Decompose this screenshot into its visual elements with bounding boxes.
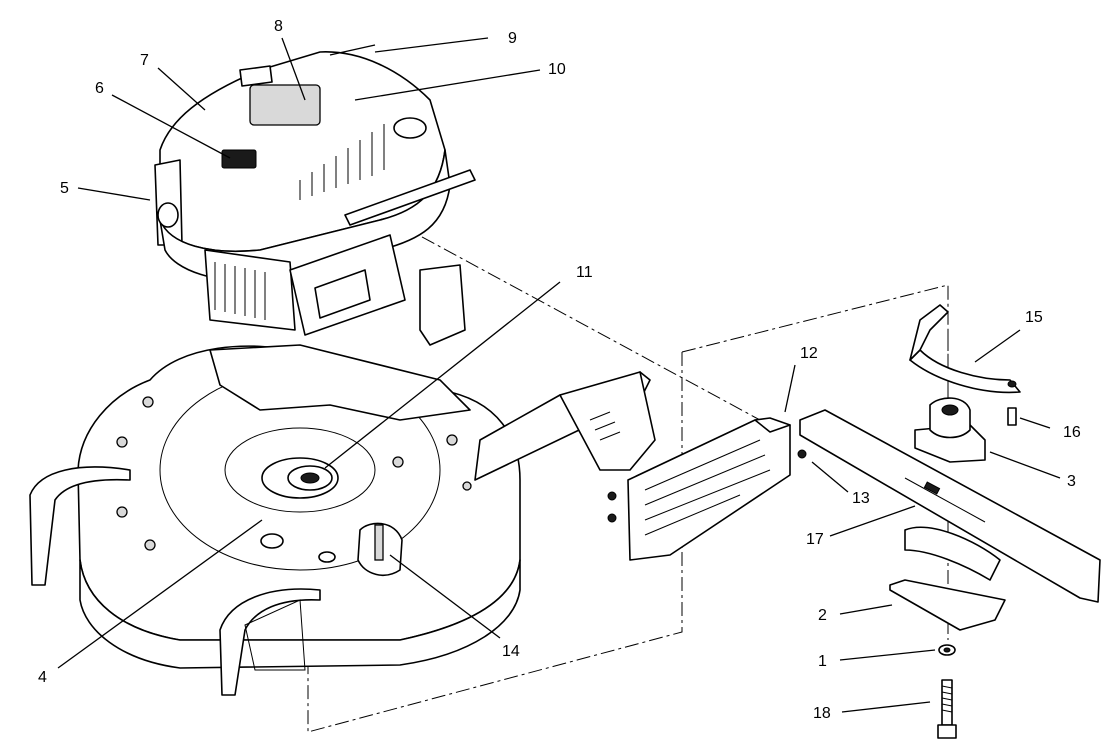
callout-17: 17 bbox=[806, 531, 824, 548]
callout-9: 9 bbox=[508, 30, 517, 47]
callout-11: 11 bbox=[576, 264, 593, 281]
callout-16: 16 bbox=[1063, 424, 1081, 441]
callout-15: 15 bbox=[1025, 309, 1043, 326]
callout-2: 2 bbox=[818, 607, 827, 624]
callout-6: 6 bbox=[95, 80, 104, 97]
stiffener bbox=[909, 304, 1021, 426]
blade-adapter bbox=[914, 397, 986, 463]
mower-deck bbox=[29, 264, 656, 696]
callout-1: 1 bbox=[818, 653, 827, 670]
engine bbox=[154, 44, 476, 336]
callout-3: 3 bbox=[1067, 473, 1076, 490]
cooling-fins bbox=[214, 262, 266, 320]
callout-14: 14 bbox=[502, 643, 520, 660]
callout-4: 4 bbox=[38, 669, 47, 686]
callout-labels: 1 2 3 4 5 6 7 8 9 10 11 12 13 14 15 16 1… bbox=[38, 18, 1081, 722]
callout-8: 8 bbox=[274, 18, 283, 35]
callout-13: 13 bbox=[852, 490, 870, 507]
callout-18: 18 bbox=[813, 705, 831, 722]
air-vent-slots bbox=[299, 124, 385, 200]
callout-7: 7 bbox=[140, 52, 149, 69]
callout-5: 5 bbox=[60, 180, 69, 197]
blade-spacer bbox=[889, 526, 1006, 631]
callout-12: 12 bbox=[800, 345, 818, 362]
leader-lines bbox=[57, 37, 1061, 713]
callout-10: 10 bbox=[548, 61, 566, 78]
blade bbox=[799, 409, 1101, 603]
washer-and-bolt bbox=[937, 644, 957, 739]
baffle bbox=[607, 417, 807, 561]
